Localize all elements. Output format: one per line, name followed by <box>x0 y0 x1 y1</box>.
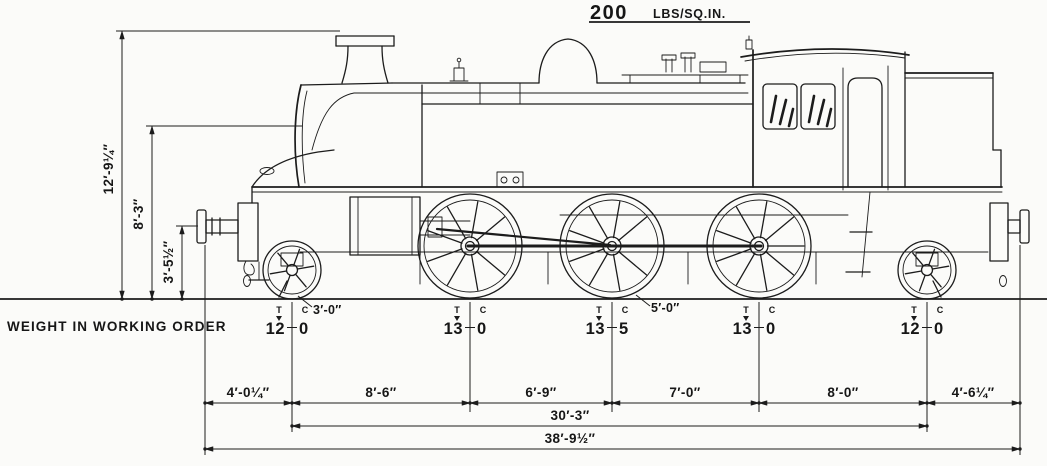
axle3-tons: 13 <box>586 320 605 338</box>
dim-spacing-5: 8′-0″ <box>827 385 858 400</box>
dim-spacing-1: 4′-0¼″ <box>227 385 270 400</box>
axle4-tons: 13 <box>733 320 752 338</box>
dim-spacing-3: 6′-9″ <box>525 385 556 400</box>
weight-in-working-order-label: WEIGHT IN WORKING ORDER <box>7 319 227 334</box>
dome <box>538 38 598 84</box>
boiler-pressure-value: 200 <box>590 2 628 24</box>
boiler-fittings <box>621 52 749 84</box>
dim-spacing-6: 4′-6¼″ <box>952 385 995 400</box>
motion-and-rods <box>349 196 765 256</box>
dim-height-overall: 12′-9¼″ <box>101 143 116 194</box>
rear-buffer <box>932 202 1030 298</box>
axle2-tons: 13 <box>444 320 463 338</box>
cab <box>740 35 910 278</box>
dim-driving-wheel-diameter: 5′-0″ <box>651 301 680 315</box>
axle4-cwt-symbol: C <box>769 305 776 315</box>
bunker <box>904 51 1002 188</box>
rear-pony-wheel <box>897 240 957 300</box>
axle4-tons-symbol: T <box>743 305 749 315</box>
chimney <box>335 35 395 84</box>
axle1-cwt: 0 <box>299 320 309 338</box>
axle3-tons-symbol: T <box>596 305 602 315</box>
dim-spacing-4: 7′-0″ <box>669 385 700 400</box>
front-buffer <box>196 202 259 287</box>
axle1-tons: 12 <box>266 320 285 338</box>
axle5-tons: 12 <box>901 320 920 338</box>
dimension-lines <box>116 21 1022 455</box>
labels: 200 LBS/SQ.IN. WEIGHT IN WORKING ORDER T… <box>7 2 995 446</box>
window-glass-hatching <box>769 94 833 128</box>
locomotive-side-elevation <box>0 35 1047 300</box>
axle3-cwt-symbol: C <box>622 305 629 315</box>
boiler-pressure-unit: LBS/SQ.IN. <box>653 7 726 21</box>
front-pony-wheel <box>262 240 322 300</box>
dim-overall-wheelbase: 38′-9½″ <box>545 431 596 446</box>
axle5-tons-symbol: T <box>911 305 917 315</box>
axle3-cwt: 5 <box>619 320 629 338</box>
side-tank <box>421 84 849 216</box>
dim-pony-wheel-diameter: 3′-0″ <box>313 303 342 317</box>
front-frame <box>248 149 1003 298</box>
lamp <box>449 57 469 82</box>
boiler <box>311 82 749 151</box>
axle5-cwt: 0 <box>934 320 944 338</box>
dim-height-boiler-centre: 8′-3″ <box>131 198 146 229</box>
axle1-tons-symbol: T <box>276 305 282 315</box>
dim-spacing-2: 8′-6″ <box>365 385 396 400</box>
axle5-cwt-symbol: C <box>937 305 944 315</box>
dim-total-wheelbase: 30′-3″ <box>550 408 589 423</box>
dim-height-buffer-centre: 3′-5½″ <box>161 240 176 283</box>
axle1-cwt-symbol: C <box>302 305 309 315</box>
axle2-tons-symbol: T <box>454 305 460 315</box>
axle4-cwt: 0 <box>766 320 776 338</box>
axle2-cwt-symbol: C <box>480 305 487 315</box>
smokebox <box>294 82 393 188</box>
axle2-cwt: 0 <box>477 320 487 338</box>
